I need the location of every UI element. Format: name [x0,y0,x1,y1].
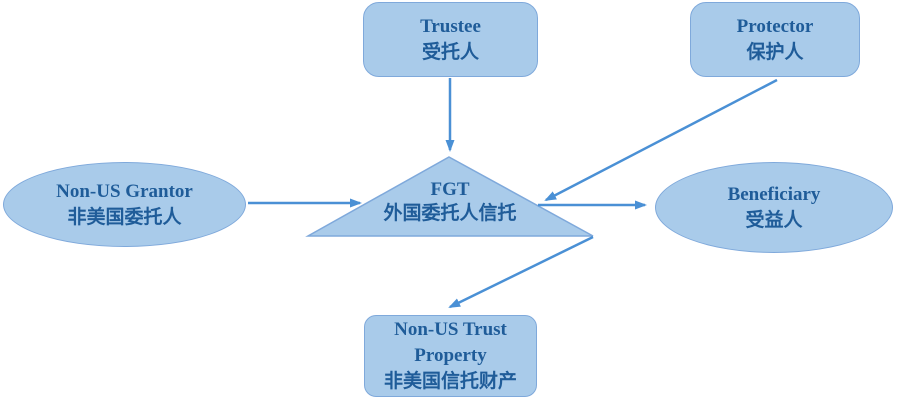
node-protector: Protector 保护人 [690,2,860,77]
grantor-label-zh: 非美国委托人 [67,206,182,228]
fgt-triangle-shape [305,156,594,237]
node-non-us-trust-property: Non-US Trust Property 非美国信托财产 [364,315,537,397]
beneficiary-label-en: Beneficiary [727,183,821,205]
edge-protector-to-fgt [544,78,778,202]
fgt-label-en: FGT [430,179,470,200]
fgt-label-zh: 外国委托人信托 [383,203,517,224]
protector-label-en: Protector [736,15,814,37]
node-fgt: FGT 外国委托人信托 [349,177,551,227]
trustee-label-en: Trustee [420,15,481,37]
trustee-label-zh: 受托人 [421,41,479,63]
node-non-us-grantor: Non-US Grantor 非美国委托人 [3,162,246,247]
property-label-zh: 非美国信托财产 [383,371,517,392]
property-label-en-line2: Property [414,345,487,366]
edge-fgt-to-property [448,235,594,309]
node-beneficiary: Beneficiary 受益人 [655,162,893,253]
property-label-en-line1: Non-US Trust [394,319,507,340]
protector-label-zh: 保护人 [746,41,804,63]
beneficiary-label-zh: 受益人 [745,209,803,231]
node-trustee: Trustee 受托人 [363,2,538,77]
grantor-label-en: Non-US Grantor [56,180,193,202]
